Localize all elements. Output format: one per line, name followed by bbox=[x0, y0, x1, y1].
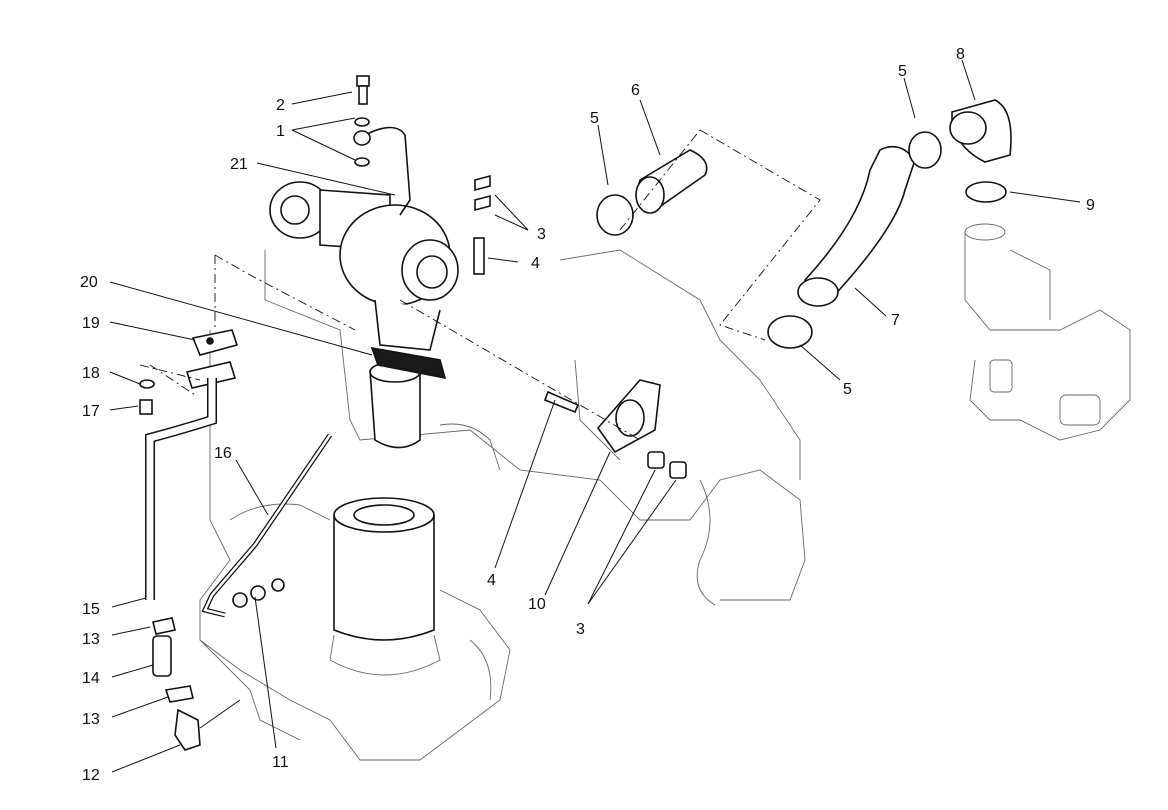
oil-filter bbox=[329, 497, 441, 676]
callout-17: 17 bbox=[82, 403, 100, 420]
callout-3a: 3 bbox=[537, 226, 546, 243]
turbocharger bbox=[269, 181, 459, 449]
callout-13a: 13 bbox=[82, 631, 100, 648]
leader-lines bbox=[109, 59, 1081, 773]
callout-21: 21 bbox=[230, 156, 248, 173]
callout-4b: 4 bbox=[487, 572, 496, 589]
engine-block-outline bbox=[199, 249, 806, 761]
intake-hoses bbox=[596, 99, 1012, 349]
callout-4a: 4 bbox=[531, 255, 540, 272]
callout-16: 16 bbox=[214, 445, 232, 462]
callout-5a: 5 bbox=[590, 110, 599, 127]
callout-labels: 1 2 3 3 4 4 5 5 5 6 7 8 9 10 11 12 13 13… bbox=[80, 46, 1095, 784]
assembly-lines bbox=[139, 129, 821, 441]
intake-manifold-outline bbox=[964, 223, 1131, 441]
callout-9: 9 bbox=[1086, 197, 1095, 214]
callout-14: 14 bbox=[82, 670, 100, 687]
callout-3b: 3 bbox=[576, 621, 585, 638]
callout-10: 10 bbox=[528, 596, 546, 613]
oil-feed-line bbox=[353, 75, 411, 216]
studs-and-nuts bbox=[473, 174, 687, 479]
oil-return-pipe bbox=[145, 378, 217, 600]
callout-6: 6 bbox=[631, 82, 640, 99]
callout-12: 12 bbox=[82, 767, 100, 784]
callout-7: 7 bbox=[891, 312, 900, 329]
flange-gasket bbox=[596, 379, 661, 454]
callout-11: 11 bbox=[272, 754, 289, 771]
small-fittings bbox=[139, 379, 285, 751]
callout-5c: 5 bbox=[843, 381, 852, 398]
callout-20: 20 bbox=[80, 274, 98, 291]
gaskets bbox=[185, 329, 447, 389]
callout-1: 1 bbox=[276, 123, 285, 140]
callout-5b: 5 bbox=[898, 63, 907, 80]
callout-2: 2 bbox=[276, 97, 285, 114]
drain-pipe bbox=[201, 433, 333, 618]
callout-13b: 13 bbox=[82, 711, 100, 728]
callout-8: 8 bbox=[956, 46, 965, 63]
callout-19: 19 bbox=[82, 315, 100, 332]
callout-18: 18 bbox=[82, 365, 100, 382]
callout-15: 15 bbox=[82, 601, 100, 618]
